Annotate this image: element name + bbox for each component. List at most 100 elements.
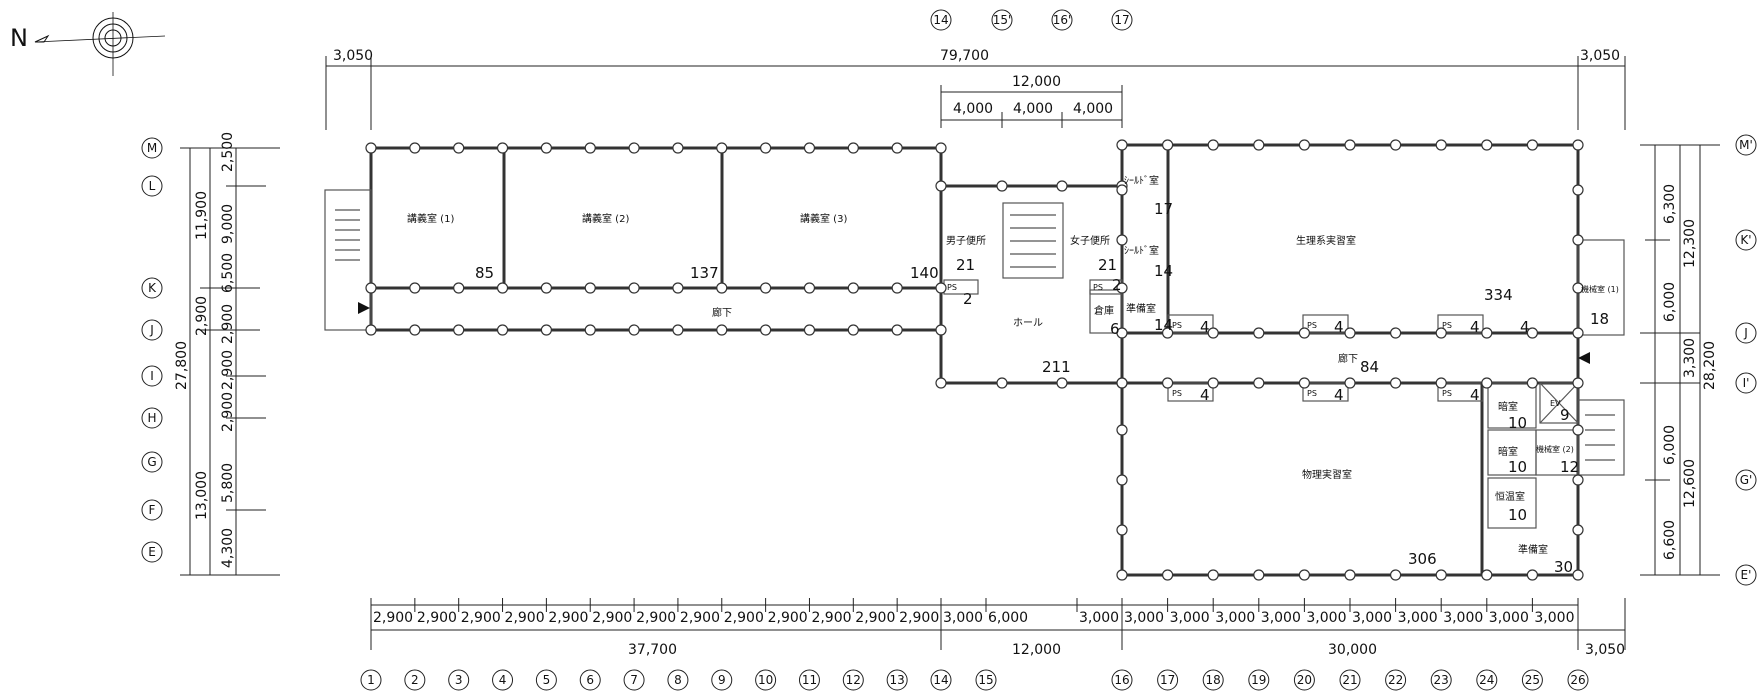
dim-bottom-bay: 2,900 (811, 610, 851, 626)
dim-bottom-bay: 3,000 (1306, 610, 1346, 626)
grid-bubble-bottom (492, 669, 514, 691)
column (1572, 327, 1584, 339)
grid-bubble-right (1735, 469, 1757, 491)
grid-bubble-bottom-label: 11 (802, 673, 817, 687)
entrance-markers (358, 302, 1590, 364)
column (1572, 424, 1584, 436)
column (1056, 180, 1068, 192)
grid-bubble-bottom (1293, 669, 1315, 691)
column (365, 282, 377, 294)
grid-bubble-left (141, 451, 163, 473)
area-thermo: 10 (1508, 506, 1527, 524)
grid-bubble-left (141, 541, 163, 563)
grid-bubble-right-label: G' (1740, 473, 1753, 487)
grid-bubble-left-label: J (149, 323, 154, 337)
column (803, 282, 816, 294)
dim-left-mid: 2,900 (194, 296, 210, 336)
room-hall: ホール (1013, 317, 1043, 329)
dim-left-mid: 13,000 (194, 471, 210, 520)
grid-bubble-left-label: M (147, 141, 157, 155)
column (996, 377, 1008, 389)
column (716, 282, 728, 294)
column (847, 282, 859, 294)
column (1161, 377, 1174, 389)
column (1481, 377, 1493, 389)
column (1298, 569, 1311, 581)
grid-bubble-bottom-label: 12 (846, 673, 861, 687)
column (584, 282, 596, 294)
area-prep-south: 30 (1554, 558, 1573, 576)
area-shield2: 14 (1154, 262, 1173, 280)
room-ps-south: PS (1307, 389, 1317, 398)
dim-hall-block: 12,000 (1012, 74, 1061, 90)
area-ev: 9 (1560, 406, 1570, 424)
room-lecture2: 講義室 (2) (582, 212, 629, 225)
area-ps-south: 4 (1200, 386, 1210, 404)
dim-bottom-bay: 3,000 (1261, 610, 1301, 626)
column (1572, 377, 1584, 389)
area-womens-wc: 21 (1098, 256, 1117, 274)
grid-bubble-bottom-label: 24 (1479, 673, 1494, 687)
grid-bubble-left-label: L (149, 179, 156, 193)
grid-bubble-right-label: E' (1741, 568, 1752, 582)
grid-bubble-right-label: M' (1739, 138, 1753, 152)
grid-bubble-bottom (755, 669, 777, 691)
dim-left-inner: 2,900 (220, 304, 236, 344)
grid-bubble-bottom (1202, 669, 1224, 691)
grid-bubble-bottom (711, 669, 733, 691)
grid-bubble-top (930, 9, 952, 31)
grid-bubble-left-label: F (149, 503, 156, 517)
column (1572, 282, 1584, 294)
column (1344, 139, 1356, 151)
room-areas: 85 137 140 21 21 2 2 211 17 14 14 6 334 … (475, 200, 1609, 576)
column (1481, 569, 1493, 581)
column (1435, 377, 1447, 389)
column (1207, 569, 1219, 581)
column (760, 324, 772, 336)
dim-bottom-bay: 2,900 (724, 610, 764, 626)
area-dark1: 10 (1508, 414, 1527, 432)
room-prep-south: 準備室 (1518, 543, 1548, 556)
grid-bubble-bottom-label: 8 (674, 673, 682, 687)
column (1298, 327, 1311, 339)
grid-bubble-bottom-label: 23 (1434, 673, 1449, 687)
room-prep-north: 準備室 (1126, 302, 1156, 315)
grid-bubble-bottom-label: 21 (1342, 673, 1357, 687)
dim-bottom-bay: 2,900 (636, 610, 676, 626)
grid-bubble-bottom-label: 6 (586, 673, 594, 687)
grid-bubble-left (141, 175, 163, 197)
room-ev: EV (1550, 399, 1561, 408)
grid-bubble-bottom (1111, 669, 1133, 691)
column (628, 324, 640, 336)
column (1481, 327, 1493, 339)
column (540, 142, 552, 154)
column (1116, 377, 1128, 389)
dim-left-inner: 4,300 (220, 528, 236, 568)
column (935, 377, 947, 389)
grid-bubble-bottom-label: 20 (1297, 673, 1312, 687)
grid-bubble-bottom-label: 22 (1388, 673, 1403, 687)
grid-bubble-top (1111, 9, 1133, 31)
dimension-text: 3,050 79,700 3,050 12,000 4,000 4,000 4,… (174, 48, 1718, 658)
column (1253, 377, 1265, 389)
area-dark2: 10 (1508, 458, 1527, 476)
grid-bubble-bottom-label: 19 (1251, 673, 1266, 687)
grid-bubble-bottom (1157, 669, 1179, 691)
dim-hall-bay: 4,000 (1073, 101, 1113, 117)
room-ps-west: PS (947, 283, 957, 292)
room-shield2: ｼｰﾙﾄﾞ室 (1124, 244, 1159, 257)
grid-bubble-top-label: 14 (933, 13, 948, 27)
grid-bubble-bottom-label: 25 (1525, 673, 1540, 687)
column (1253, 569, 1265, 581)
column (935, 282, 947, 294)
column (1481, 139, 1493, 151)
grid-bubble-bottom (1339, 669, 1361, 691)
grid-bubble-bottom (667, 669, 689, 691)
dim-left-inner: 2,900 (220, 350, 236, 390)
column (1253, 139, 1265, 151)
column (1298, 377, 1311, 389)
column (1161, 569, 1174, 581)
dim-bottom-bay: 2,900 (373, 610, 413, 626)
area-lecture3: 140 (910, 264, 939, 282)
